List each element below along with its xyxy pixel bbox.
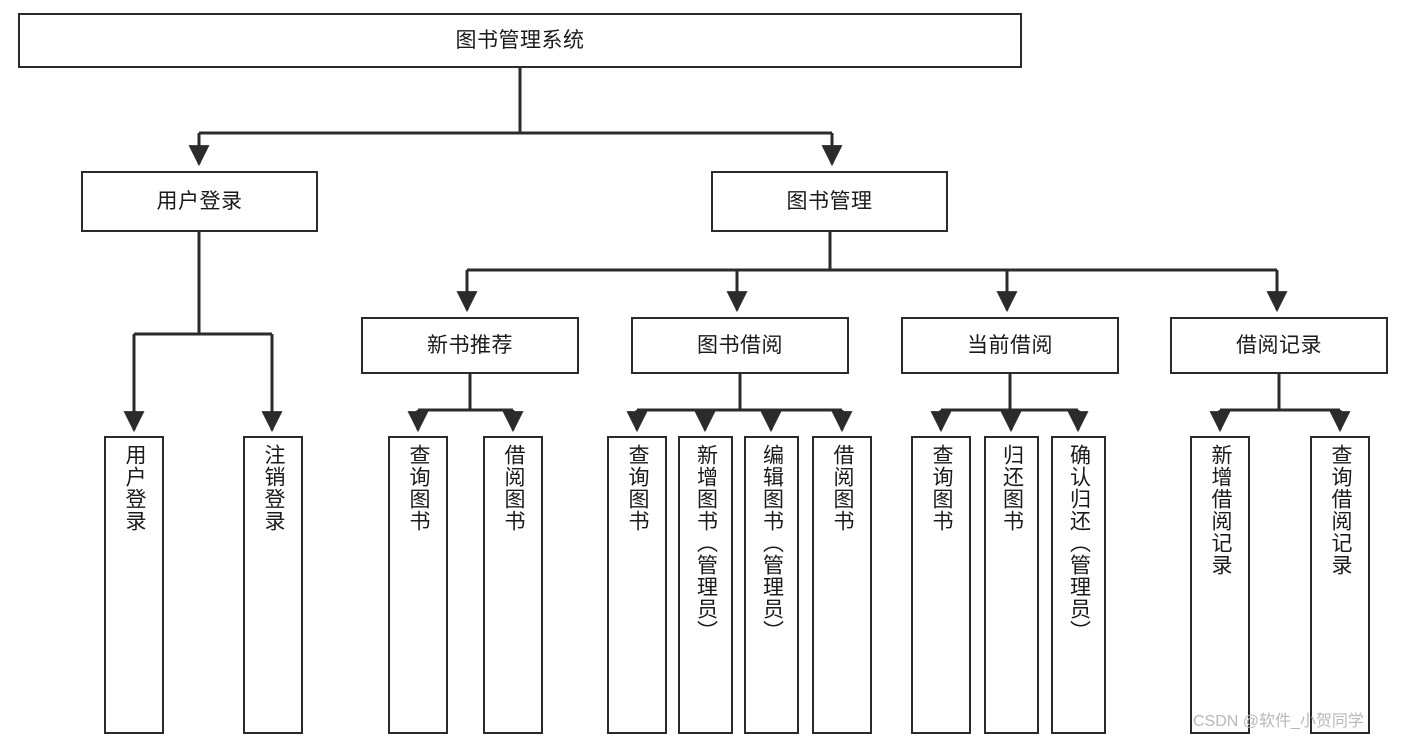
node-leaf-add-book-label: 新增图书（管理员）: [694, 444, 718, 642]
node-leaf-user-logout-label: 注销登录: [262, 444, 286, 532]
node-new-book-rec-label: 新书推荐: [427, 333, 513, 357]
node-leaf-borrow-book-2-label: 借阅图书: [831, 444, 855, 532]
node-leaf-query-book-3[interactable]: 查询图书: [911, 436, 971, 734]
node-leaf-add-record-label: 新增借阅记录: [1209, 444, 1233, 576]
node-leaf-add-book[interactable]: 新增图书（管理员）: [678, 436, 733, 734]
node-leaf-return-book[interactable]: 归还图书: [984, 436, 1039, 734]
node-root[interactable]: 图书管理系统: [18, 13, 1022, 68]
csdn-watermark: CSDN @软件_小贺同学: [1193, 713, 1364, 730]
node-book-manage-label: 图书管理: [786, 189, 873, 213]
node-leaf-add-record[interactable]: 新增借阅记录: [1190, 436, 1250, 734]
node-leaf-borrow-book-1[interactable]: 借阅图书: [483, 436, 543, 734]
node-leaf-query-record-label: 查询借阅记录: [1329, 444, 1353, 576]
node-leaf-query-book-2-label: 查询图书: [626, 444, 650, 532]
node-leaf-query-book-1[interactable]: 查询图书: [388, 436, 448, 734]
node-borrow-record-label: 借阅记录: [1236, 333, 1322, 357]
node-leaf-confirm-return-label: 确认归还（管理员）: [1067, 444, 1091, 642]
node-leaf-return-book-label: 归还图书: [1000, 444, 1024, 532]
node-leaf-query-book-3-label: 查询图书: [930, 444, 954, 532]
node-user-login-label: 用户登录: [156, 189, 243, 213]
node-leaf-user-logout[interactable]: 注销登录: [243, 436, 303, 734]
node-current-borrow-label: 当前借阅: [967, 333, 1053, 357]
node-leaf-confirm-return[interactable]: 确认归还（管理员）: [1051, 436, 1106, 734]
node-user-login[interactable]: 用户登录: [81, 171, 318, 232]
node-leaf-user-login[interactable]: 用户登录: [104, 436, 164, 734]
node-leaf-edit-book-label: 编辑图书（管理员）: [760, 444, 784, 642]
node-current-borrow[interactable]: 当前借阅: [901, 317, 1119, 374]
node-leaf-query-book-2[interactable]: 查询图书: [607, 436, 667, 734]
node-leaf-query-book-1-label: 查询图书: [407, 444, 431, 532]
node-book-borrow[interactable]: 图书借阅: [631, 317, 849, 374]
node-book-borrow-label: 图书借阅: [697, 333, 783, 357]
node-leaf-user-login-label: 用户登录: [123, 444, 147, 532]
node-root-label: 图书管理系统: [455, 28, 585, 52]
node-new-book-rec[interactable]: 新书推荐: [361, 317, 579, 374]
node-leaf-borrow-book-2[interactable]: 借阅图书: [812, 436, 872, 734]
node-leaf-query-record[interactable]: 查询借阅记录: [1310, 436, 1370, 734]
node-leaf-edit-book[interactable]: 编辑图书（管理员）: [744, 436, 799, 734]
node-borrow-record[interactable]: 借阅记录: [1170, 317, 1388, 374]
node-leaf-borrow-book-1-label: 借阅图书: [502, 444, 526, 532]
node-book-manage[interactable]: 图书管理: [711, 171, 948, 232]
